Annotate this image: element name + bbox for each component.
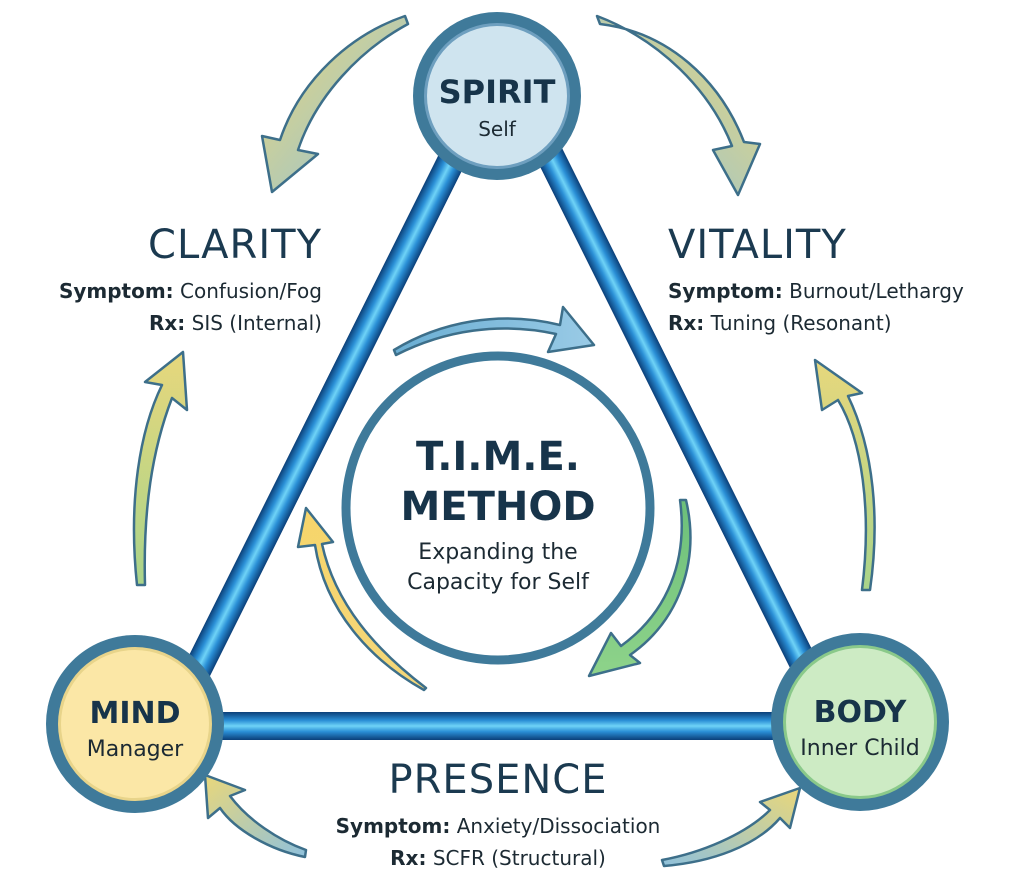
center-hub: T.I.M.E. METHOD Expanding the Capacity f… [341,351,655,665]
presence-symptom-label: Symptom: [336,814,451,838]
arrow-spirit-to-clarity [260,14,410,194]
node-spirit-subtitle: Self [478,117,517,141]
clarity-rx-label: Rx: [149,311,185,335]
node-body-title: BODY [814,695,908,730]
vitality-rx-value: Tuning (Resonant) [710,311,892,335]
presence-symptom-line: Symptom: Anxiety/Dissociation [336,814,661,838]
clarity-rx-line: Rx: SIS (Internal) [149,311,322,335]
edge-mind-body [190,712,820,740]
dimension-vitality: VITALITY Symptom: Burnout/Lethargy Rx: T… [668,222,964,335]
center-subtitle-line1: Expanding the [418,540,577,565]
arrow-presence-to-body [660,786,802,868]
clarity-symptom-label: Symptom: [59,279,174,303]
presence-rx-line: Rx: SCFR (Structural) [390,846,606,870]
inner-arrow-top [392,305,596,357]
node-mind-subtitle: Manager [87,737,184,762]
center-title-line2: METHOD [400,484,595,530]
node-mind: MIND Manager [46,635,224,813]
vitality-rx-line: Rx: Tuning (Resonant) [668,311,892,335]
edge-spirit-mind [176,146,468,694]
vitality-symptom-label: Symptom: [668,279,783,303]
node-body: BODY Inner Child [771,633,949,811]
arrow-vitality-up [813,358,876,592]
edge-spirit-body [536,146,828,694]
arrow-spirit-to-vitality [595,14,762,197]
inner-arrow-right [587,498,692,678]
presence-rx-value: SCFR (Structural) [433,846,606,870]
presence-title: PRESENCE [389,757,608,803]
vitality-symptom-value: Burnout/Lethargy [789,279,964,303]
arrow-clarity-up [132,350,189,587]
node-mind-title: MIND [89,696,180,731]
inner-cycle-arrows [296,305,692,692]
vitality-title: VITALITY [668,222,847,268]
dimension-clarity: CLARITY Symptom: Confusion/Fog Rx: SIS (… [59,222,322,335]
center-subtitle-line2: Capacity for Self [407,570,590,595]
node-body-subtitle: Inner Child [800,736,919,761]
node-spirit: SPIRIT Self [413,12,581,180]
presence-symptom-value: Anxiety/Dissociation [457,814,661,838]
center-title-line1: T.I.M.E. [416,434,580,480]
dimension-presence: PRESENCE Symptom: Anxiety/Dissociation R… [336,757,661,870]
node-spirit-title: SPIRIT [439,73,556,111]
inner-arrow-left [296,506,428,692]
vitality-symptom-line: Symptom: Burnout/Lethargy [668,279,964,303]
clarity-rx-value: SIS (Internal) [192,311,322,335]
arrow-presence-to-mind [203,773,308,859]
clarity-title: CLARITY [148,222,322,268]
clarity-symptom-line: Symptom: Confusion/Fog [59,279,322,303]
triangle-edges [176,146,828,740]
clarity-symptom-value: Confusion/Fog [180,279,322,303]
vitality-rx-label: Rx: [668,311,704,335]
presence-rx-label: Rx: [390,846,426,870]
outer-cycle-arrows [132,14,876,868]
